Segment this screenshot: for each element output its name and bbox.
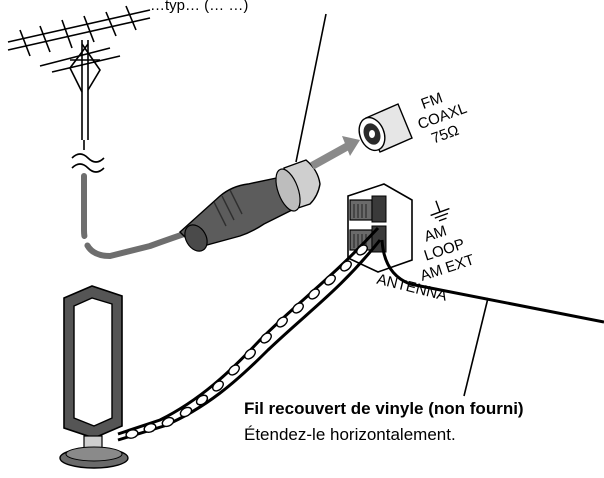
fm-coax-plug-icon: [178, 159, 321, 252]
am-loop-wire-twists: [125, 244, 368, 439]
fm-coaxl-label: FM COAXL 75Ω: [416, 89, 470, 147]
fm-socket-icon: [358, 103, 413, 153]
top-caption: …typ… (… …): [150, 0, 248, 14]
fm-caption-pointer: [295, 13, 327, 163]
am-loop-label: AM LOOP AM EXT: [418, 222, 476, 284]
am-loop-twisted-wire: [117, 226, 382, 442]
wire-caption-pointer: [463, 297, 489, 397]
fm-outdoor-antenna-icon: [7, 5, 151, 140]
am-label-line1: AM: [422, 222, 449, 245]
insert-arrow-icon: [310, 136, 360, 170]
am-loop-antenna-icon: [59, 285, 129, 469]
vinyl-wire: [380, 239, 604, 324]
ground-icon: [430, 200, 450, 222]
am-terminal-block-icon: [347, 183, 413, 273]
fm-lead-wire: [71, 140, 199, 260]
vinyl-wire-caption-title: Fil recouvert de vinyle (non fourni): [244, 399, 524, 418]
vinyl-wire-caption-instruction: Étendez-le horizontalement.: [244, 425, 456, 444]
fm-label-line1: FM: [419, 89, 445, 112]
